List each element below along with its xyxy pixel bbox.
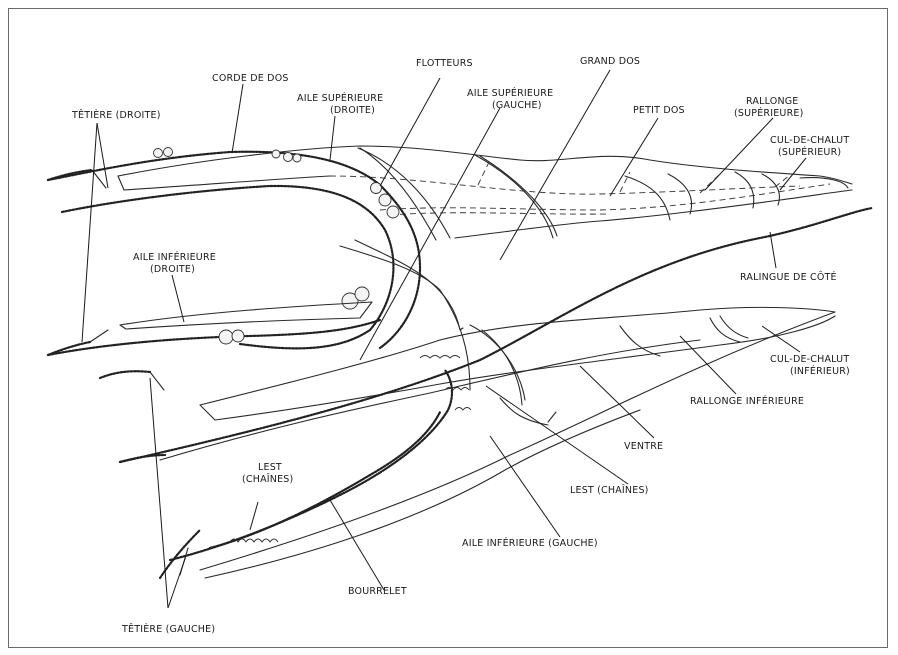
label-aile-sup-droite-2: (DROITE) [330,105,375,116]
label-cul-inf-1: CUL-DE-CHALUT [770,354,849,365]
label-aile-inf-gauche: AILE INFÉRIEURE (GAUCHE) [462,537,598,549]
lower-net-panel [168,311,836,579]
diagram-frame [8,8,888,648]
label-aile-sup-droite-1: AILE SUPÉRIEURE [297,92,383,104]
label-aile-sup-gauche-2: (GAUCHE) [492,100,542,111]
bridles [46,168,202,580]
label-ventre: VENTRE [624,441,663,452]
label-tetiere-droite: TÊTIÈRE (DROITE) [71,109,161,121]
label-tetiere-gauche: TÊTIÈRE (GAUCHE) [121,623,215,635]
label-aile-inf-droite-2: (DROITE) [150,264,195,275]
label-lest-2: (CHAÎNES) [242,473,293,485]
labels: CORDE DE DOS FLOTTEURS GRAND DOS TÊTIÈRE… [71,56,850,635]
label-rallonge-inf: RALLONGE INFÉRIEURE [690,395,804,407]
label-bourrelet: BOURRELET [348,586,407,597]
pointer-lines [81,69,807,609]
label-rallonge-sup-2: (SUPÉRIEURE) [734,107,804,119]
headline-rope [46,147,422,357]
label-lest-chaines: LEST (CHAÎNES) [570,484,649,496]
label-cul-sup-2: (SUPÉRIEUR) [778,146,841,158]
label-corde-de-dos: CORDE DE DOS [212,73,289,84]
label-rallonge-sup-1: RALLONGE [746,96,799,107]
label-cul-inf-2: (INFÉRIEUR) [790,365,850,377]
upper-net-panel [117,145,853,241]
label-ralingue: RALINGUE DE CÔTÉ [740,271,837,283]
label-cul-sup-1: CUL-DE-CHALUT [770,135,849,146]
label-aile-sup-gauche-1: AILE SUPÉRIEURE [467,87,553,99]
net-body [118,206,874,464]
label-aile-inf-droite-1: AILE INFÉRIEURE [133,251,216,263]
label-flotteurs: FLOTTEURS [416,58,473,69]
label-grand-dos: GRAND DOS [580,56,640,67]
label-lest-1: LEST [258,462,282,473]
label-petit-dos: PETIT DOS [633,105,685,116]
